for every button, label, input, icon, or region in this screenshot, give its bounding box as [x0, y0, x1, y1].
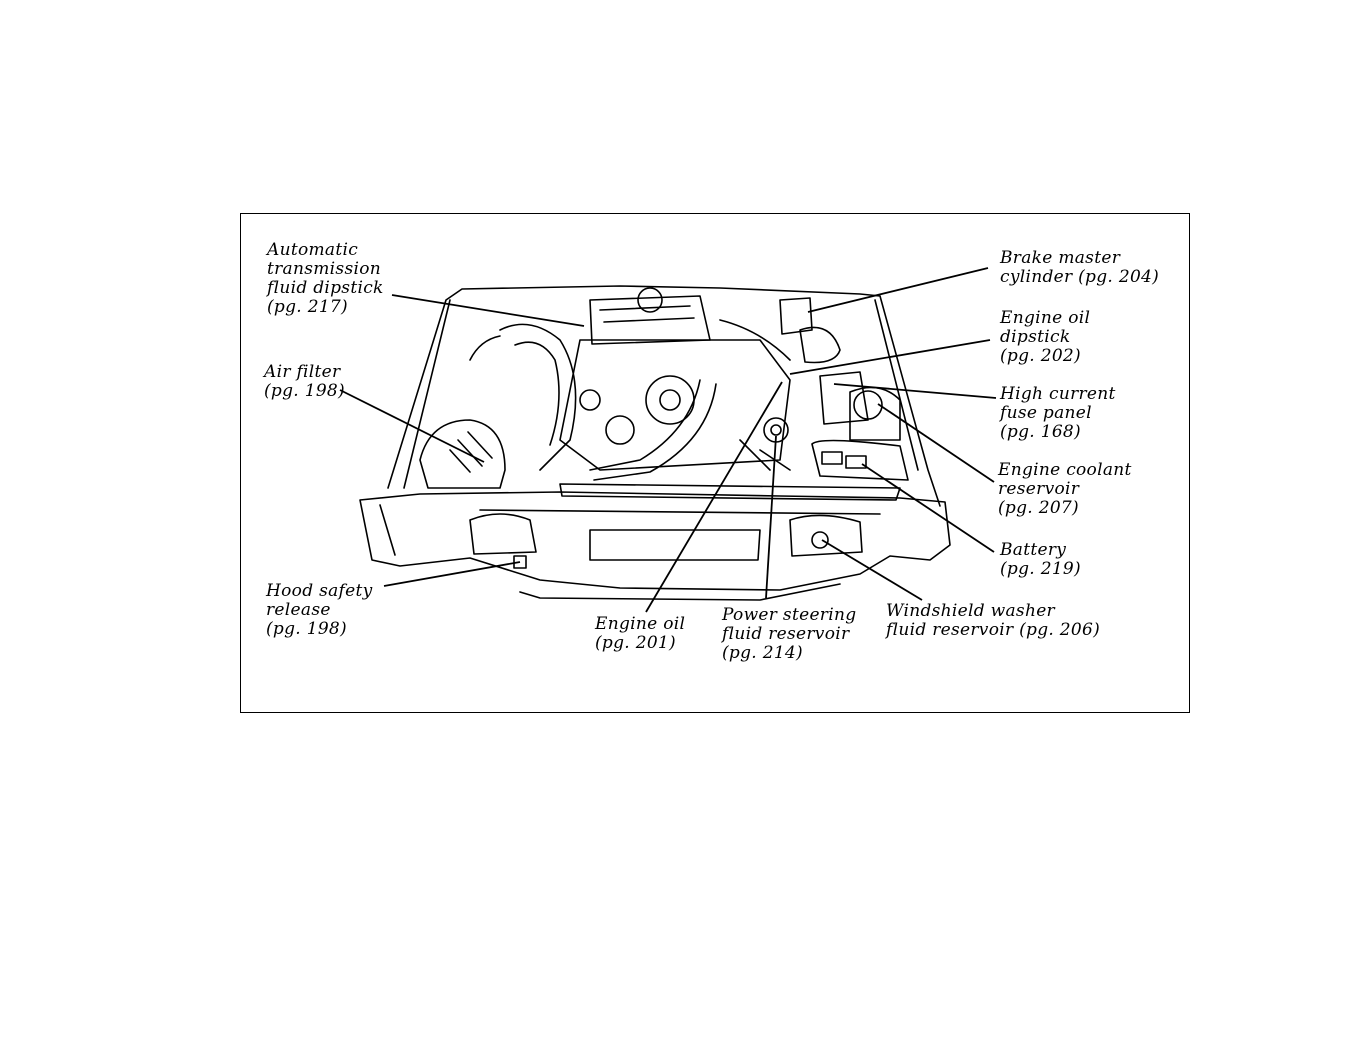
- engine-block: [559, 339, 791, 471]
- leader-power-steering: [765, 435, 777, 599]
- brake-master-cylinder: [779, 297, 813, 335]
- alternator: [645, 375, 695, 425]
- leader-engine-oil: [645, 381, 783, 613]
- washer-cap: [811, 531, 829, 549]
- leader-atf: [391, 294, 585, 327]
- callout-engine-oil-fill: Engine oil (pg. 201): [595, 614, 686, 653]
- callout-battery: Battery (pg. 219): [1000, 540, 1081, 579]
- leader-brake: [807, 267, 989, 313]
- leader-washer: [821, 539, 923, 601]
- fuse-box: [819, 371, 869, 425]
- radiator: [559, 483, 901, 501]
- leader-battery: [861, 463, 995, 553]
- callout-hood-release: Hood safety release (pg. 198): [266, 581, 373, 639]
- callout-oil-dipstick: Engine oil dipstick (pg. 202): [1000, 308, 1091, 366]
- leader-coolant: [877, 403, 995, 483]
- hood-latch: [513, 555, 527, 569]
- air-filter-housing: [419, 419, 506, 489]
- callout-fuse-panel: High current fuse panel (pg. 168): [1000, 384, 1116, 442]
- coolant-cap: [853, 390, 883, 420]
- leader-hood-release: [383, 561, 521, 587]
- callout-power-steering: Power steering fluid reservoir (pg. 214): [722, 605, 857, 663]
- battery-box: [811, 439, 909, 481]
- hood-outline: [387, 285, 941, 507]
- front-fascia: [359, 491, 951, 591]
- callout-coolant: Engine coolant reservoir (pg. 207): [998, 460, 1132, 518]
- leader-fuse: [833, 383, 997, 399]
- callout-air-filter: Air filter (pg. 198): [264, 362, 345, 401]
- callout-washer-fluid: Windshield washer fluid reservoir (pg. 2…: [886, 601, 1101, 640]
- leader-air-filter: [339, 389, 485, 463]
- leader-oil-dipstick: [789, 339, 991, 375]
- callout-brake-master: Brake master cylinder (pg. 204): [1000, 248, 1160, 287]
- callout-atf-dipstick: Automatic transmission fluid dipstick (p…: [267, 240, 384, 317]
- engine-compartment-illustration: [339, 267, 997, 613]
